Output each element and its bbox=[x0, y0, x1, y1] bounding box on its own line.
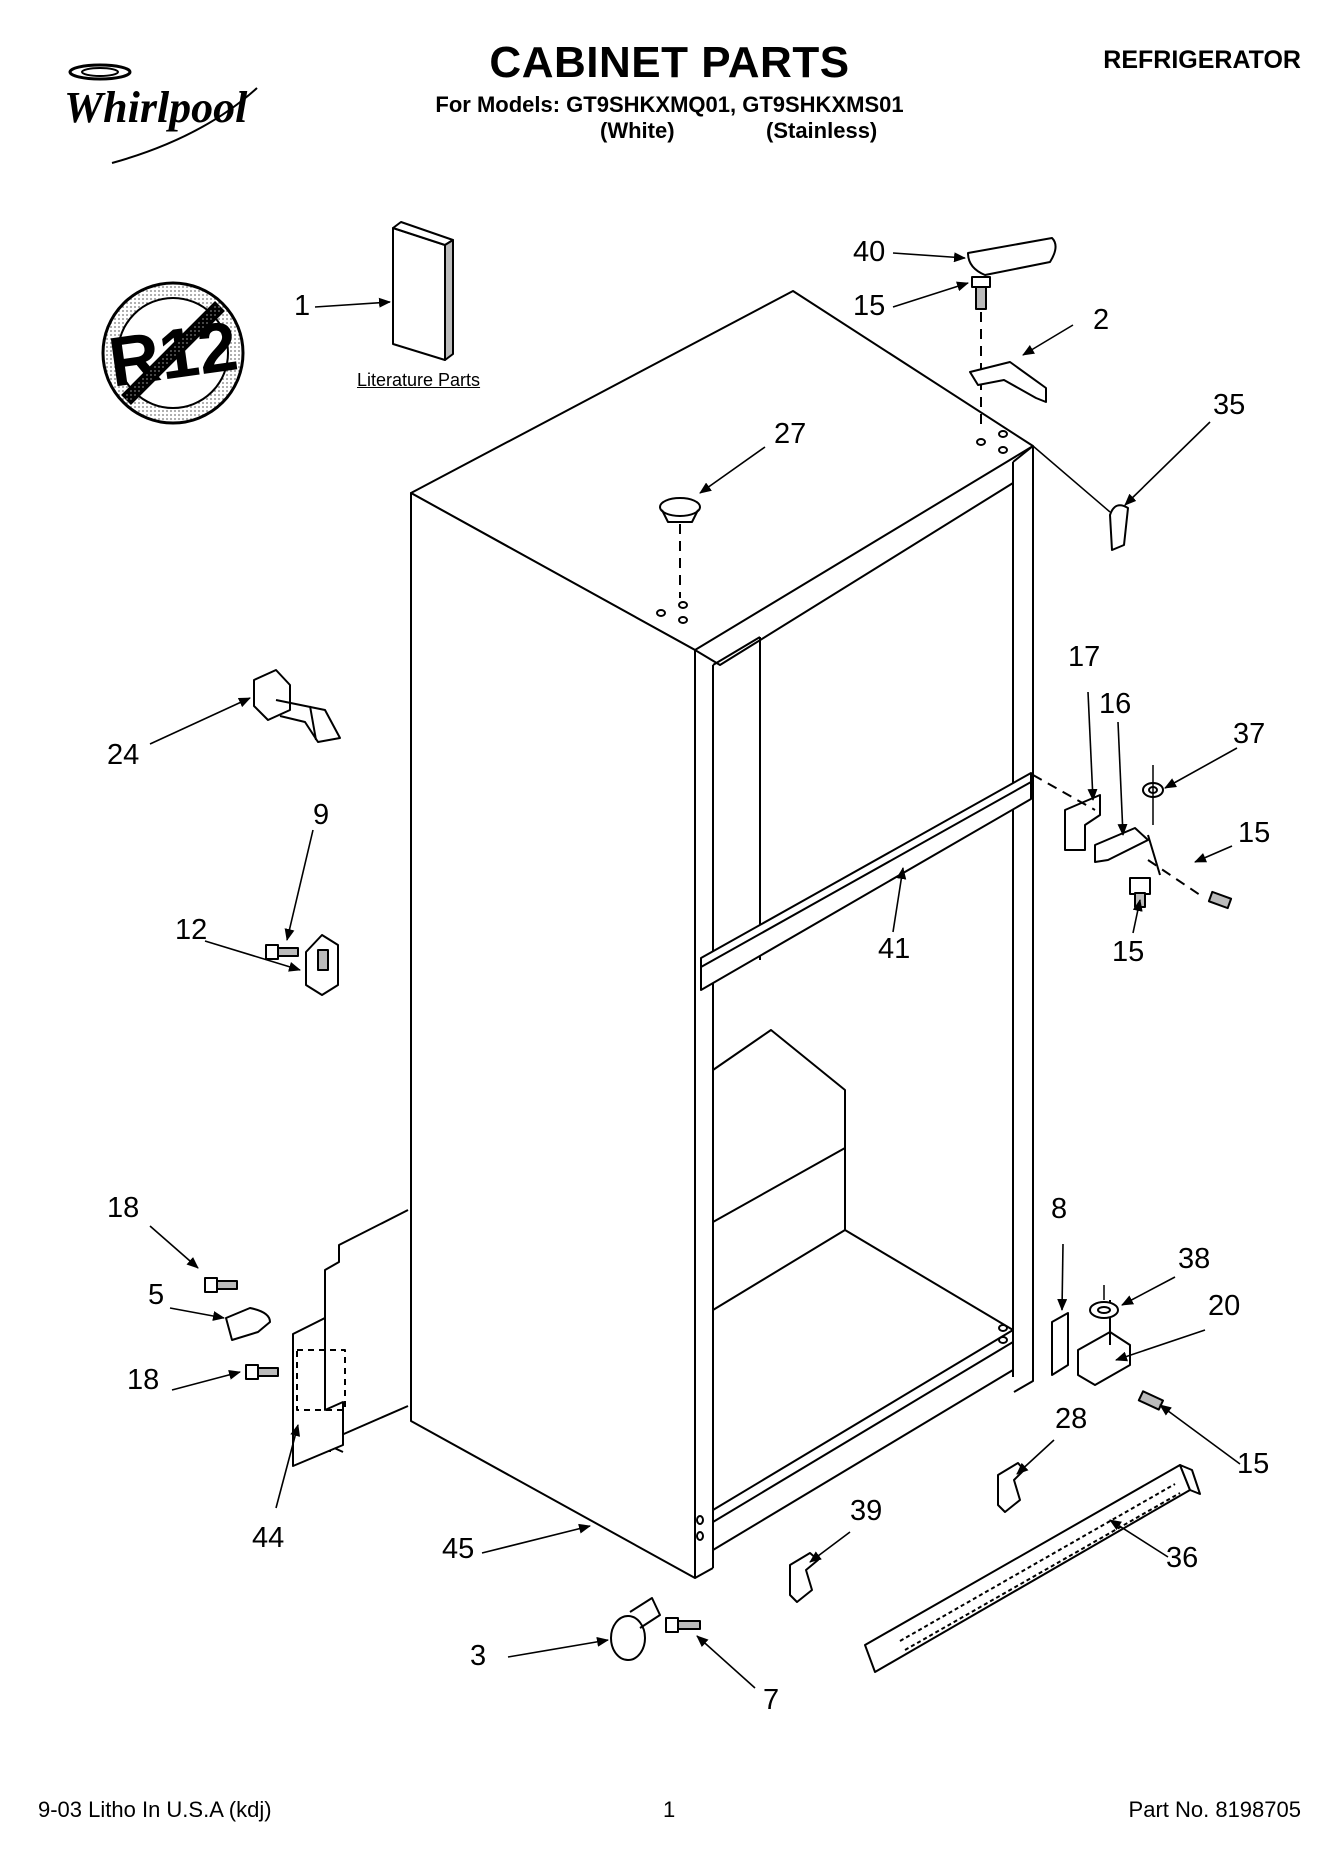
footer-litho: 9-03 Litho In U.S.A (kdj) bbox=[38, 1797, 272, 1822]
callout-45: 45 bbox=[442, 1533, 475, 1565]
appliance-type: REFRIGERATOR bbox=[1103, 46, 1301, 74]
callout-3: 3 bbox=[470, 1640, 487, 1672]
whirlpool-logo: Whirlpool bbox=[64, 83, 248, 132]
grille-36 bbox=[864, 1464, 1201, 1673]
callout-20: 20 bbox=[1208, 1290, 1241, 1322]
screw-18-b bbox=[245, 1364, 259, 1380]
callout-41: 41 bbox=[878, 933, 911, 965]
callout-15-top: 15 bbox=[853, 290, 886, 322]
callout-15-right: 15 bbox=[1238, 817, 1271, 849]
clamp-5 bbox=[225, 1307, 271, 1341]
page-title: CABINET PARTS bbox=[489, 38, 850, 87]
literature-parts-label: Literature Parts bbox=[357, 370, 481, 390]
callout-40: 40 bbox=[853, 236, 886, 268]
shim-8 bbox=[1051, 1312, 1069, 1376]
cabinet-left-side bbox=[410, 492, 696, 1579]
hinge-17 bbox=[1064, 794, 1101, 851]
screw-15-right bbox=[1207, 890, 1233, 910]
callout-7: 7 bbox=[763, 1684, 780, 1716]
callout-28: 28 bbox=[1055, 1403, 1088, 1435]
whirlpool-swirl-icon bbox=[68, 63, 258, 164]
screw-7 bbox=[665, 1617, 701, 1633]
callout-9: 9 bbox=[313, 799, 330, 831]
screw-15-top bbox=[971, 276, 991, 310]
hinge-16 bbox=[1094, 827, 1149, 863]
washer-38 bbox=[1089, 1301, 1119, 1319]
callout-17: 17 bbox=[1068, 641, 1101, 673]
variant-white: (White) bbox=[600, 118, 675, 143]
screw-9 bbox=[265, 944, 299, 960]
callout-8: 8 bbox=[1051, 1193, 1068, 1225]
plug-27 bbox=[659, 497, 701, 523]
callout-16: 16 bbox=[1099, 688, 1132, 720]
callout-24: 24 bbox=[107, 739, 140, 771]
top-hinge-2 bbox=[969, 361, 1047, 403]
no-r12-icon: R12 bbox=[101, 281, 245, 425]
callout-36: 36 bbox=[1166, 1542, 1199, 1574]
hinge-pin-cover-35 bbox=[1109, 504, 1129, 551]
screw-18-a bbox=[204, 1277, 218, 1293]
callout-1: 1 bbox=[294, 290, 311, 322]
part-24 bbox=[253, 669, 341, 743]
callout-5: 5 bbox=[148, 1279, 165, 1311]
leveler-3 bbox=[610, 1597, 661, 1661]
callout-27: 27 bbox=[774, 418, 807, 450]
callout-18-bottom: 18 bbox=[127, 1364, 160, 1396]
clip-39 bbox=[789, 1552, 819, 1603]
callout-15-bottom: 15 bbox=[1237, 1448, 1270, 1480]
callout-2: 2 bbox=[1093, 304, 1110, 336]
callout-44: 44 bbox=[252, 1522, 285, 1554]
callout-12: 12 bbox=[175, 914, 208, 946]
divider-rail bbox=[700, 772, 1032, 991]
model-numbers: For Models: GT9SHKXMQ01, GT9SHKXMS01 bbox=[435, 92, 904, 117]
hinge-cover-40 bbox=[967, 237, 1057, 276]
callout-18-top: 18 bbox=[107, 1192, 140, 1224]
callout-38: 38 bbox=[1178, 1243, 1211, 1275]
part-12-bracket bbox=[305, 934, 339, 996]
footer-page-number: 1 bbox=[663, 1797, 676, 1822]
callout-35: 35 bbox=[1213, 389, 1246, 421]
footer-part-number: Part No. 8198705 bbox=[1128, 1797, 1301, 1822]
callout-15-lower: 15 bbox=[1112, 936, 1145, 968]
callout-39: 39 bbox=[850, 1495, 883, 1527]
variant-stainless: (Stainless) bbox=[766, 118, 878, 143]
callout-37: 37 bbox=[1233, 718, 1266, 750]
screw-15-bottom bbox=[1137, 1390, 1164, 1411]
plate-44 bbox=[292, 1317, 344, 1467]
literature-booklet bbox=[392, 221, 454, 361]
